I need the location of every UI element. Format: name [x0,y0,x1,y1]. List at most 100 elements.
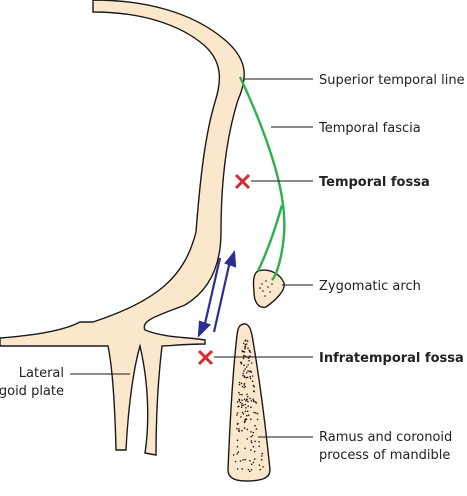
stipple-dot [246,428,249,431]
stipple-dot [241,385,244,388]
stipple-dot [247,400,249,403]
stipple-dot [239,401,242,404]
arrow-up-shaft [212,260,232,333]
label-lateral-pterygoid-plate-line2: pterygoid plate [0,384,64,399]
stipple-dot [244,458,246,461]
stipple-dot [245,339,247,341]
stipple-dot [256,412,259,415]
stipple-dot [253,386,255,388]
stipple-dot [246,438,249,440]
stipple-dot [253,450,256,453]
stipple-dot [262,466,264,468]
zygomatic-arch-stipple [259,280,273,297]
stipple-dot [241,399,243,402]
stipple-dot [243,386,246,389]
stipple-dot [242,351,244,353]
stipple-dot [245,343,248,345]
stipple-dot [238,405,240,408]
stipple-dot [253,390,255,392]
stipple-dot [250,449,252,451]
label-lateral-pterygoid-plate-line1: Lateral [19,366,64,381]
label-ramus-line1: Ramus and coronoid [319,430,452,445]
stipple-dot [244,410,247,413]
stipple-dot [242,372,244,375]
stipple-dot [240,416,242,418]
stipple-dot [240,406,243,409]
stipple-dot [238,430,240,433]
stipple-dot [244,447,246,450]
stipple-dot [252,461,255,464]
stipple-dot [250,371,253,374]
stipple-dot [261,455,263,457]
stipple-dot [243,421,246,424]
arrow-down-head [197,320,212,338]
stipple-dot [241,411,244,414]
stipple-dot [244,420,246,422]
stipple-dot [242,413,245,415]
stipple-dot [238,400,241,402]
stipple-dot [253,458,256,460]
stipple-dot [250,463,253,466]
stipple-dot [241,468,243,470]
stipple-dot [239,393,241,396]
stipple-dot [251,380,254,383]
stipple-dot [250,469,253,471]
stipple-dot [260,458,263,461]
stipple-dot [246,340,249,342]
stipple-dot [252,398,254,401]
label-superior-temporal-line: Superior temporal line [319,73,465,88]
stipple-dot [248,370,251,373]
stipple-dot [248,349,251,352]
stipple-dot [255,428,258,430]
stipple-dot [246,414,248,417]
stipple-dot [236,468,239,470]
stipple-dot [252,384,255,387]
stipple-dot [240,382,243,385]
label-temporal-fossa: Temporal fossa [319,175,430,190]
stipple-dot [249,459,251,462]
stipple-dot [249,351,252,353]
stipple-dot [236,453,238,455]
stipple-dot [247,405,249,408]
leader-lines [70,78,313,438]
stipple-dot [254,440,256,443]
stipple-dot [244,403,247,406]
stipple-dot [246,398,248,401]
stipple-dot [250,418,252,421]
stipple-dot [248,359,250,362]
stipple-dot [236,412,239,414]
stipple-dot [256,418,259,421]
temporal-fossa-cross-icon [234,173,251,190]
stipple-dot [238,398,241,401]
stipple-dot [245,366,248,368]
stipple-dot [236,414,238,416]
stipple-dot [241,393,243,396]
stipple-dot [240,361,242,364]
stipple-dot [254,424,256,427]
skull-wall [0,0,245,456]
stipple-dot [247,414,250,416]
stipple-dot [243,427,246,429]
stipple-dot [245,400,247,402]
label-ramus-line2: process of mandible [319,448,450,463]
stipple-dot [250,406,252,409]
stipple-dot [244,347,246,350]
stipple-dot [243,351,246,353]
stipple-dot [242,459,244,461]
stipple-dot [247,370,249,372]
mandible-ramus-stipple [232,339,264,473]
stipple-dot [246,395,249,398]
stipple-dot [246,372,248,374]
stipple-dot [259,468,262,471]
stipple-dot [249,470,251,473]
temporal-fascia-line [238,76,286,281]
arrow-up-head [224,250,237,268]
mandible-ramus-bone [227,323,271,482]
direction-arrows [197,250,237,338]
stipple-dot [247,347,249,350]
stipple-dot [236,439,239,442]
stipple-dot [250,440,253,442]
stipple-dot [251,375,254,377]
stipple-dot [236,445,239,448]
